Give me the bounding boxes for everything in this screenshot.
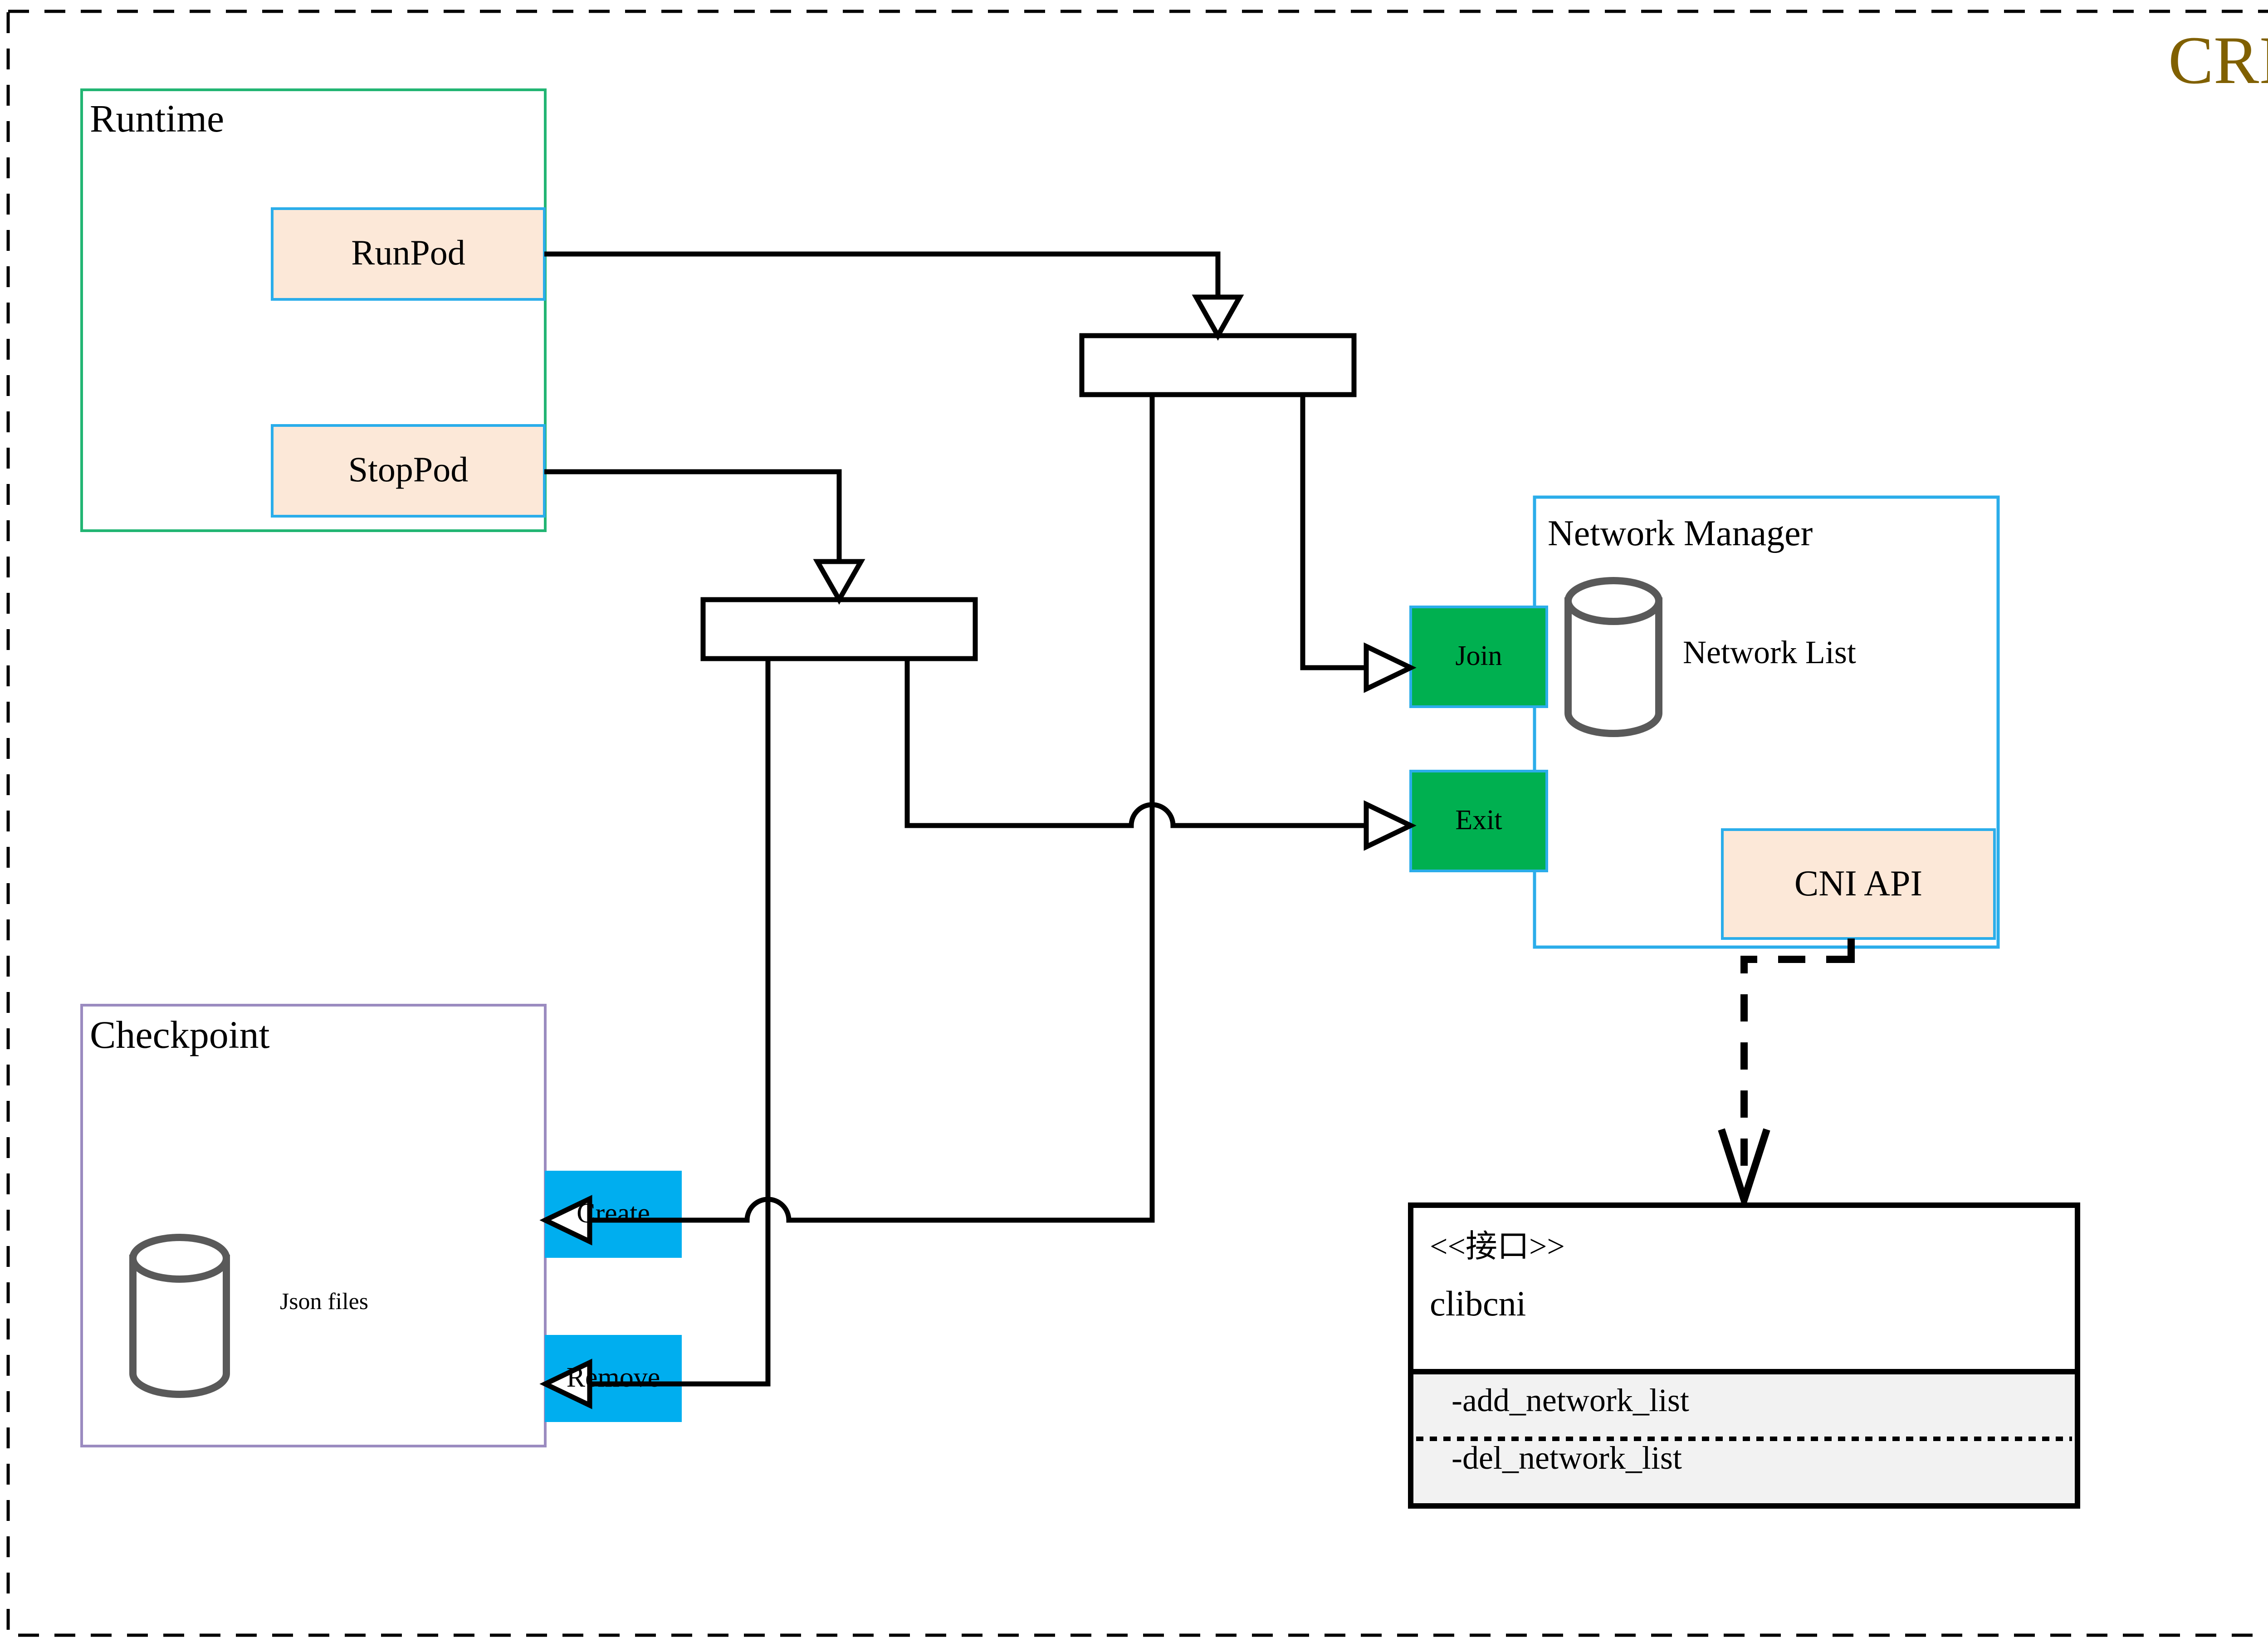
edge-cniapi-to-clibcni-dashed bbox=[1740, 956, 1855, 1173]
arrowhead-into-create bbox=[539, 1195, 592, 1246]
arrowhead-into-join bbox=[1364, 642, 1417, 693]
node-cni-api-box[interactable] bbox=[1721, 828, 1996, 940]
edge-stoppod-to-junction bbox=[544, 469, 842, 566]
interface-clibcni-header[interactable] bbox=[1408, 1202, 2080, 1374]
node-create-box[interactable] bbox=[545, 1171, 682, 1258]
network-list-cylinder-icon bbox=[1564, 577, 1662, 737]
json-files-cylinder-icon bbox=[129, 1234, 230, 1398]
junction-runpod-bar bbox=[1079, 333, 1357, 397]
edge-junction-to-remove bbox=[591, 659, 771, 1387]
edge-runpod-to-junction bbox=[544, 251, 1221, 302]
edge-junction-to-create bbox=[591, 395, 1155, 1223]
arrowhead-into-remove bbox=[539, 1359, 592, 1409]
arrowhead-into-clibcni bbox=[1718, 1128, 1770, 1212]
outer-dashed-frame bbox=[6, 10, 2268, 1637]
arrowhead-into-junction-runpod bbox=[1192, 294, 1244, 341]
arrowhead-into-junction-stoppod bbox=[813, 559, 865, 605]
edge-junction-to-exit bbox=[904, 659, 1365, 828]
junction-stoppod-bar bbox=[700, 597, 978, 661]
node-stoppod-box[interactable] bbox=[271, 424, 546, 518]
node-join-box[interactable] bbox=[1409, 606, 1548, 708]
node-exit-box[interactable] bbox=[1409, 770, 1548, 872]
node-runpod-box[interactable] bbox=[271, 207, 546, 301]
node-remove-box[interactable] bbox=[545, 1335, 682, 1422]
edge-junction-to-join bbox=[1300, 395, 1365, 670]
arrowhead-into-exit bbox=[1364, 800, 1417, 851]
